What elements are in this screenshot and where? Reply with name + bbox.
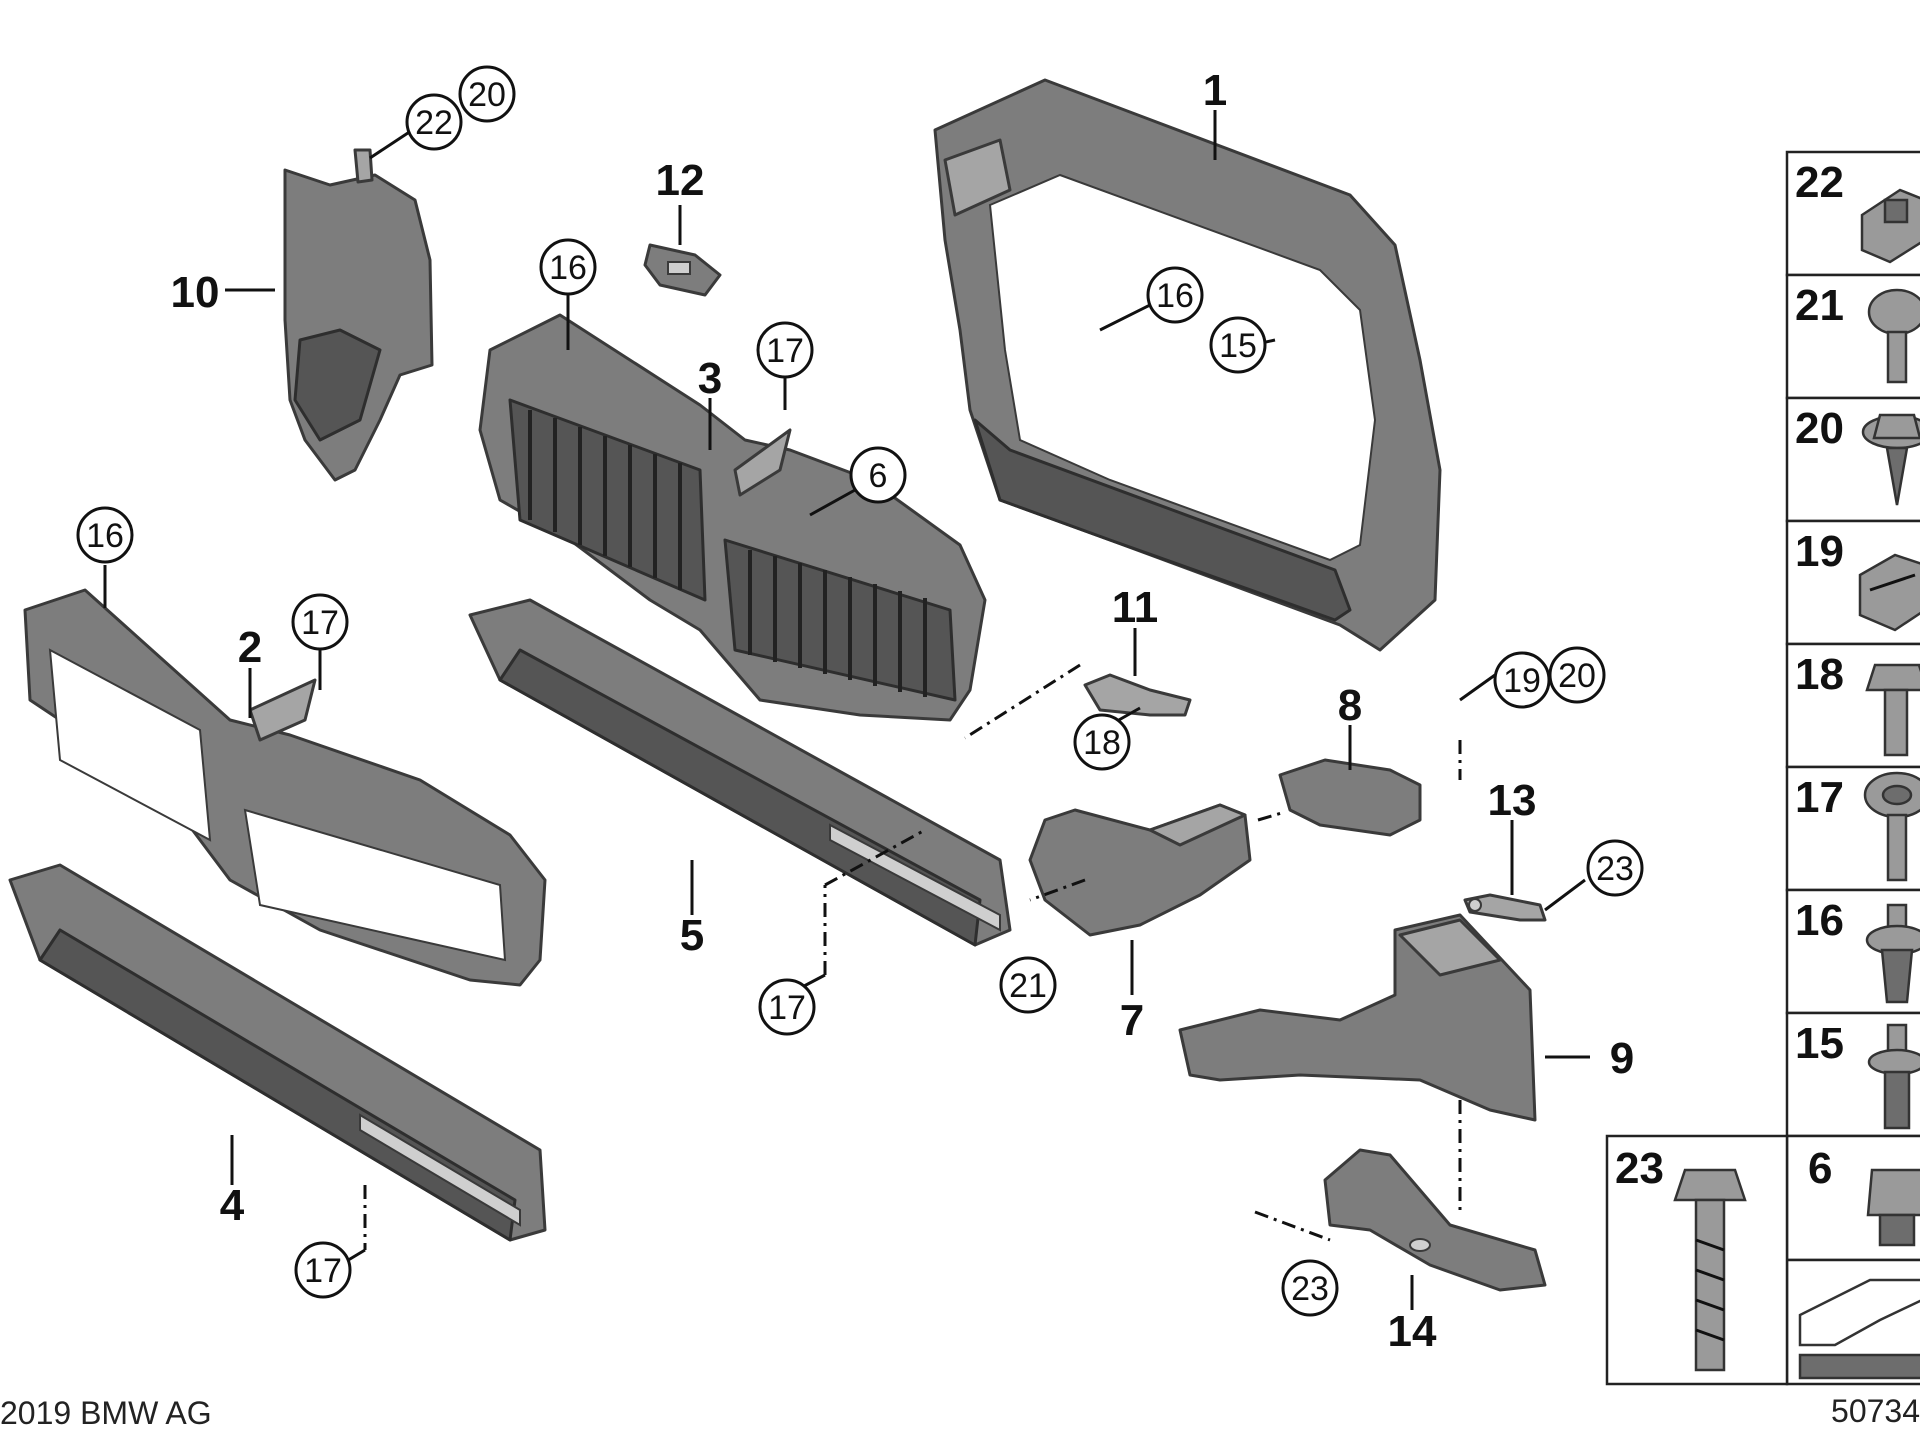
part-label-11: 11: [1112, 583, 1159, 632]
callout-21: 21: [999, 956, 1057, 1014]
part-8-duct-elbow: [1278, 725, 1422, 837]
flange-screw-icon: [1863, 771, 1920, 882]
part-label-3: 3: [698, 354, 722, 403]
callout-17: 17: [294, 1241, 352, 1299]
grille-fins-right: [748, 550, 927, 697]
grille-fins-left: [528, 410, 682, 590]
part-5-air-channel: [468, 598, 1012, 947]
part-1-frame: [933, 78, 1442, 652]
kit-arrow-icon: [1798, 1278, 1920, 1380]
part-label-12: 12: [656, 156, 705, 205]
part-11-bracket: [1083, 628, 1192, 717]
part-14-bracket: [1323, 1148, 1547, 1310]
svg-text:23: 23: [1596, 850, 1634, 888]
part-7-duct: [1028, 803, 1252, 995]
svg-text:15: 15: [1219, 327, 1257, 365]
part-label-5: 5: [680, 911, 704, 960]
part-label-4: 4: [220, 1181, 245, 1230]
callout-15: 15: [1209, 316, 1267, 374]
legend-label-17: 17: [1795, 773, 1844, 822]
part-9-side-duct: [1178, 913, 1590, 1122]
svg-text:17: 17: [301, 604, 339, 642]
callout-17: 17: [758, 978, 816, 1036]
legend-label-23: 23: [1615, 1144, 1664, 1193]
part-numbers: 1 10 12 3 2 11 8 13 5 7 9 4 14: [171, 66, 1635, 1356]
callout-23: 23: [1586, 839, 1644, 897]
fastener-legend: 22 21 20 19 18 17 16 15 23 6: [1605, 150, 1920, 1386]
part-label-9: 9: [1610, 1034, 1634, 1083]
svg-text:19: 19: [1503, 662, 1541, 700]
part-2-grille-carrier: [23, 588, 547, 987]
svg-text:20: 20: [1558, 657, 1596, 695]
legend-label-16: 16: [1795, 896, 1844, 945]
callout-17: 17: [756, 321, 814, 379]
part-label-10: 10: [171, 268, 220, 317]
legend-label-20: 20: [1795, 404, 1844, 453]
callout-20: 20: [1548, 646, 1606, 704]
hex-nut-screw-icon: [1861, 413, 1920, 506]
svg-text:16: 16: [1156, 277, 1194, 315]
spring-nut-icon: [1858, 553, 1920, 632]
part-4-air-channel: [8, 863, 547, 1242]
part-label-13: 13: [1488, 776, 1537, 825]
callout-18: 18: [1073, 713, 1131, 771]
callout-16: 16: [1146, 266, 1204, 324]
copyright-text: 2019 BMW AG: [0, 1395, 212, 1431]
legend-label-15: 15: [1795, 1019, 1844, 1068]
hex-bolt-icon: [1865, 663, 1920, 757]
svg-text:21: 21: [1009, 967, 1047, 1005]
legend-label-22: 22: [1795, 158, 1844, 207]
svg-text:16: 16: [549, 249, 587, 287]
legend-label-19: 19: [1795, 527, 1844, 576]
callout-20: 20: [458, 65, 516, 123]
part-10-duct: [225, 148, 434, 482]
svg-text:22: 22: [415, 104, 453, 142]
part-label-14: 14: [1388, 1307, 1437, 1356]
callout-22: 22: [405, 93, 463, 151]
leader-lines: [103, 123, 1586, 1264]
part-label-2: 2: [238, 623, 262, 672]
legend-label-21: 21: [1795, 281, 1844, 330]
callouts: 22 20 16 15 16 17 6 16 17 18 19 20 23 21…: [76, 65, 1644, 1317]
torx-screw-icon: [1867, 288, 1920, 384]
svg-text:18: 18: [1083, 724, 1121, 762]
part-label-8: 8: [1338, 681, 1362, 730]
svg-text:16: 16: [86, 517, 124, 555]
bolt-23-icon: [1673, 1168, 1747, 1372]
callout-6: 6: [849, 446, 907, 504]
part-label-7: 7: [1120, 996, 1144, 1045]
svg-text:23: 23: [1291, 1270, 1329, 1308]
callout-16: 16: [76, 506, 134, 564]
callout-16: 16: [539, 238, 597, 296]
part-3-grille-carrier: [478, 313, 987, 722]
svg-text:17: 17: [766, 332, 804, 370]
svg-text:20: 20: [468, 76, 506, 114]
expanding-rivet-icon: [1865, 903, 1920, 1004]
nut-6-icon: [1866, 1168, 1920, 1247]
svg-text:6: 6: [869, 457, 888, 495]
legend-label-18: 18: [1795, 650, 1844, 699]
legend-label-6: 6: [1808, 1144, 1832, 1193]
callout-19: 19: [1493, 651, 1551, 709]
callout-17: 17: [291, 593, 349, 651]
part-label-1: 1: [1203, 66, 1227, 115]
part-12-clip: [643, 205, 722, 297]
svg-text:17: 17: [304, 1252, 342, 1290]
push-rivet-icon: [1867, 1023, 1920, 1130]
clip-nut-icon: [1860, 188, 1920, 264]
diagram-number: 50734: [1831, 1393, 1920, 1429]
callout-23: 23: [1281, 1259, 1339, 1317]
svg-text:17: 17: [768, 989, 806, 1027]
part-13-bracket: [1463, 820, 1547, 922]
